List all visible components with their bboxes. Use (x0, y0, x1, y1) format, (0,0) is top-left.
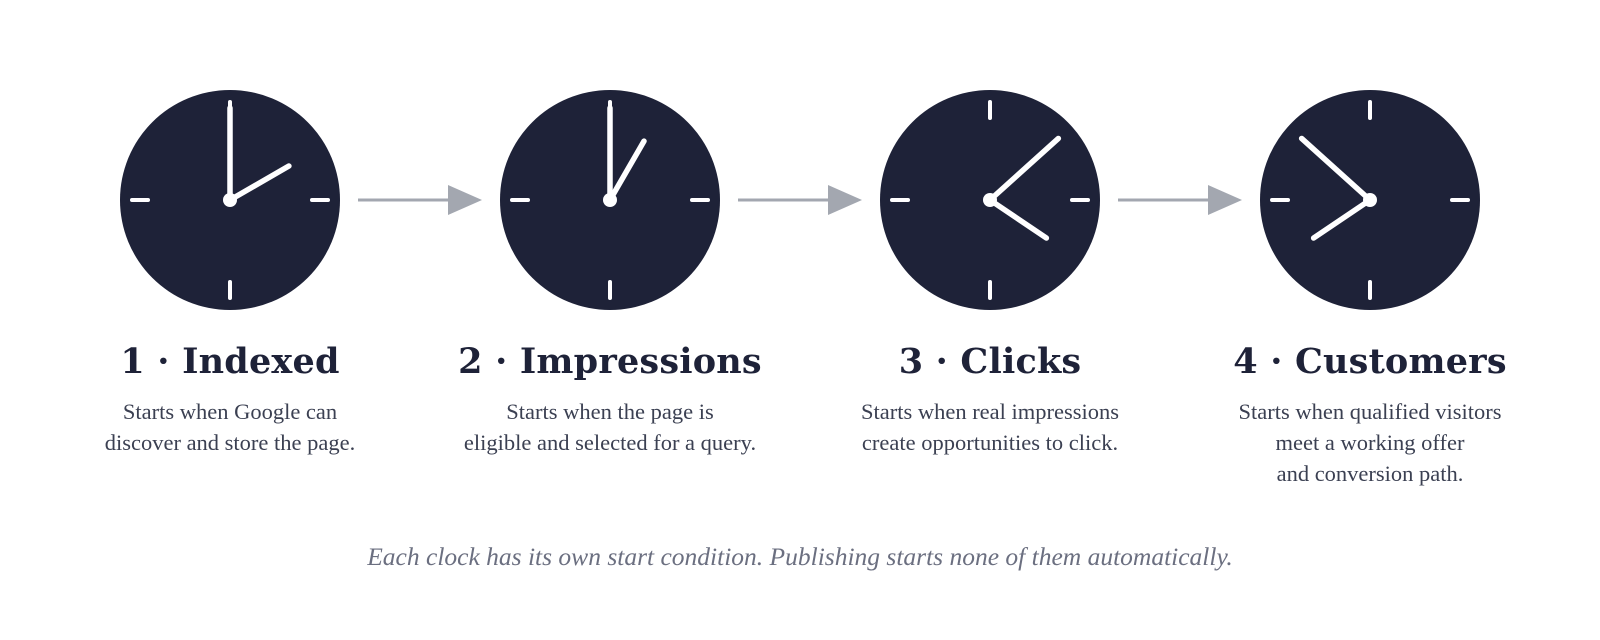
clock-minute-hand (987, 135, 1062, 203)
step-4-description: Starts when qualified visitors meet a wo… (1190, 396, 1550, 489)
step-1-description-line: Starts when Google can (122, 399, 338, 424)
step-3-description-line: Starts when real impressions (860, 399, 1120, 424)
step-1-title: 1 · Indexed (120, 341, 340, 382)
clock-center-dot (1363, 193, 1377, 207)
step-2-description: Starts when the page is eligible and sel… (430, 396, 790, 458)
step-2-description-line: Starts when the page is (506, 399, 714, 424)
step-2-description-line: eligible and selected for a query. (463, 430, 757, 455)
step-4-description-line: Starts when qualified visitors (1238, 399, 1502, 424)
clock-diagram (120, 90, 1480, 310)
step-1-description: Starts when Google can discover and stor… (50, 396, 410, 458)
step-1: 1 · Indexed Starts when Google can disco… (50, 340, 410, 458)
step-4-description-line: and conversion path. (1276, 461, 1464, 486)
arrow-head-icon (828, 185, 862, 215)
step-4-title: 4 · Customers (1233, 341, 1507, 382)
clock-center-dot (603, 193, 617, 207)
step-4-description-line: meet a working offer (1275, 430, 1465, 455)
clock-hour-hand (1310, 197, 1373, 241)
step-3: 3 · Clicks Starts when real impressions … (810, 340, 1170, 458)
step-4: 4 · Customers Starts when qualified visi… (1190, 340, 1550, 489)
clock-minute-hand (1298, 135, 1373, 203)
clock-hour-hand (987, 197, 1050, 241)
step-3-description-line: create opportunities to click. (861, 430, 1119, 455)
step-1-description-line: discover and store the page. (104, 430, 356, 455)
arrow-head-icon (448, 185, 482, 215)
clock-center-dot (223, 193, 237, 207)
clock-hour-hand (227, 163, 292, 203)
step-3-description: Starts when real impressions create oppo… (810, 396, 1170, 458)
footer-caption: Each clock has its own start condition. … (367, 542, 1233, 571)
step-2: 2 · Impressions Starts when the page is … (430, 340, 790, 458)
clock-hour-hand (607, 138, 647, 203)
step-2-title: 2 · Impressions (458, 341, 762, 382)
clock-center-dot (983, 193, 997, 207)
step-3-title: 3 · Clicks (898, 341, 1082, 382)
arrow-head-icon (1208, 185, 1242, 215)
